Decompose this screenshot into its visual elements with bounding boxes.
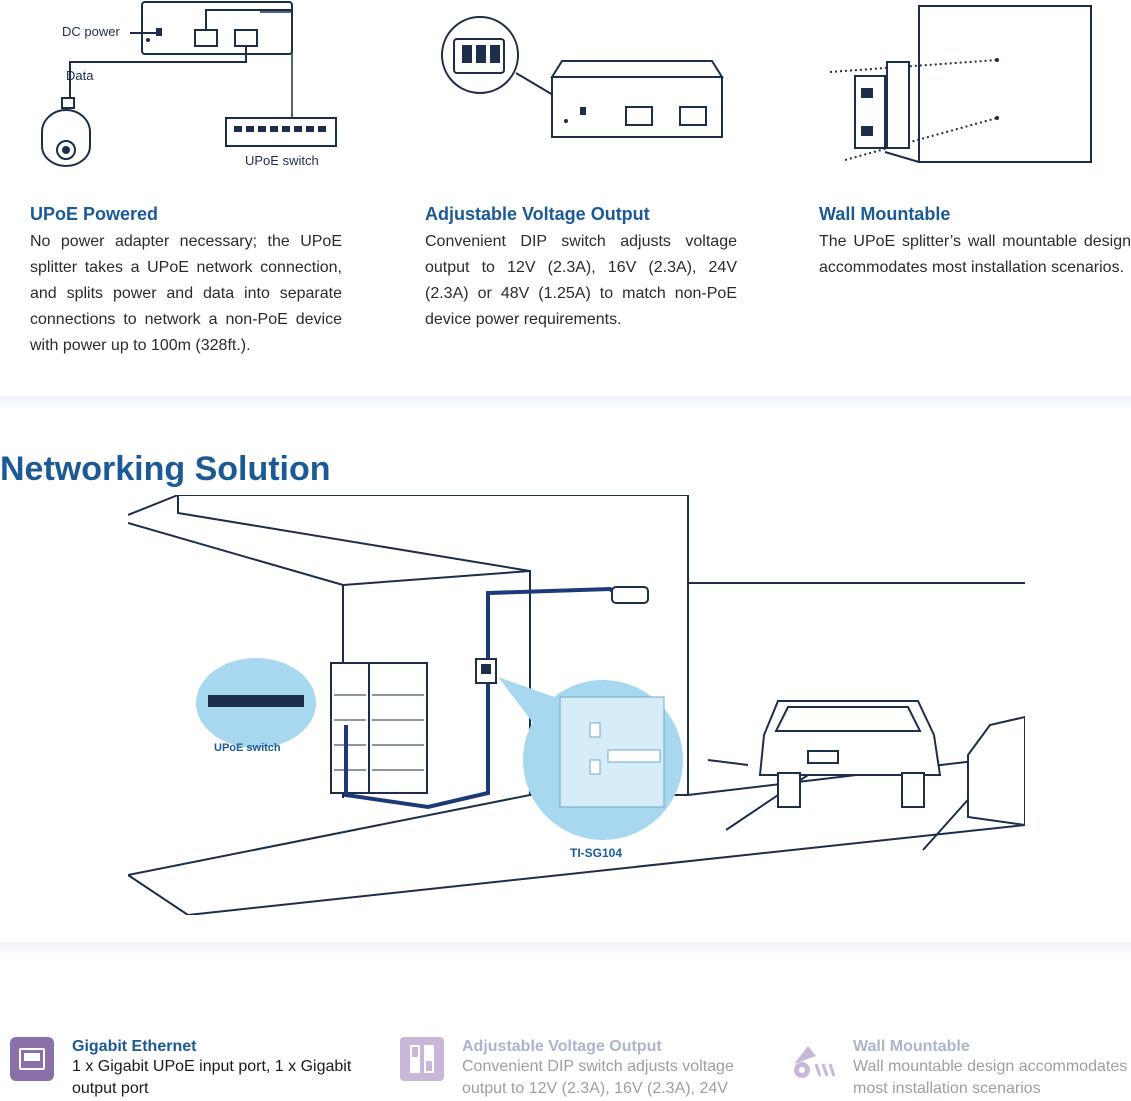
section-heading: Networking Solution (0, 450, 331, 488)
section-divider (0, 942, 1131, 956)
bottom-feature-title: Wall Mountable (853, 1038, 970, 1055)
upoe-powered-diagram: DC power Data UPoE switch (41, 1, 337, 168)
switch-label: UPoE switch (245, 153, 319, 168)
bottom-feature-title: Gigabit Ethernet (72, 1038, 197, 1055)
bottom-feature-text: Convenient DIP switch adjusts voltage ou… (462, 1058, 734, 1097)
dip-switch-diagram (441, 16, 724, 138)
feature-title: Wall Mountable (819, 204, 951, 224)
ethernet-port-icon (10, 1037, 54, 1081)
scene-device-label: TI-SG104 (570, 846, 622, 860)
upoe-switch-drawing (225, 117, 337, 147)
bottom-feature-gigabit: Gigabit Ethernet 1 x Gigabit UPoE input … (72, 1038, 362, 1100)
feature-text: Convenient DIP switch adjusts voltage ou… (425, 233, 737, 328)
bottom-feature-text: 1 x Gigabit UPoE input port, 1 x Gigabit… (72, 1058, 352, 1097)
bottom-feature-title: Adjustable Voltage Output (462, 1038, 662, 1055)
dip-switch-icon (400, 1037, 444, 1081)
section-divider (0, 396, 1131, 410)
bottom-feature-text: Wall mountable design accommodates most … (853, 1058, 1128, 1097)
data-label: Data (66, 68, 94, 83)
bottom-feature-wall: Wall Mountable Wall mountable design acc… (853, 1038, 1128, 1100)
wall-mount-icon (794, 1046, 836, 1078)
feature-text: No power adapter necessary; the UPoE spl… (30, 233, 342, 354)
dc-power-label: DC power (62, 24, 120, 39)
feature-title: UPoE Powered (30, 204, 159, 224)
dome-camera-icon (41, 97, 91, 167)
networking-scene: UPoE switch TI-SG104 (128, 495, 1025, 915)
scene-switch-label: UPoE switch (214, 742, 281, 754)
feature-title: Adjustable Voltage Output (425, 204, 650, 224)
bottom-feature-voltage: Adjustable Voltage Output Convenient DIP… (462, 1038, 752, 1100)
feature-adjustable-voltage: Adjustable Voltage Output Convenient DIP… (425, 204, 737, 333)
car-drawing (758, 700, 942, 808)
wall-mount-diagram (829, 5, 1092, 163)
feature-text: The UPoE splitter’s wall mountable desig… (819, 233, 1131, 276)
feature-wall-mountable: Wall Mountable The UPoE splitter’s wall … (819, 204, 1131, 281)
feature-upoe-powered: UPoE Powered No power adapter necessary;… (30, 204, 342, 359)
